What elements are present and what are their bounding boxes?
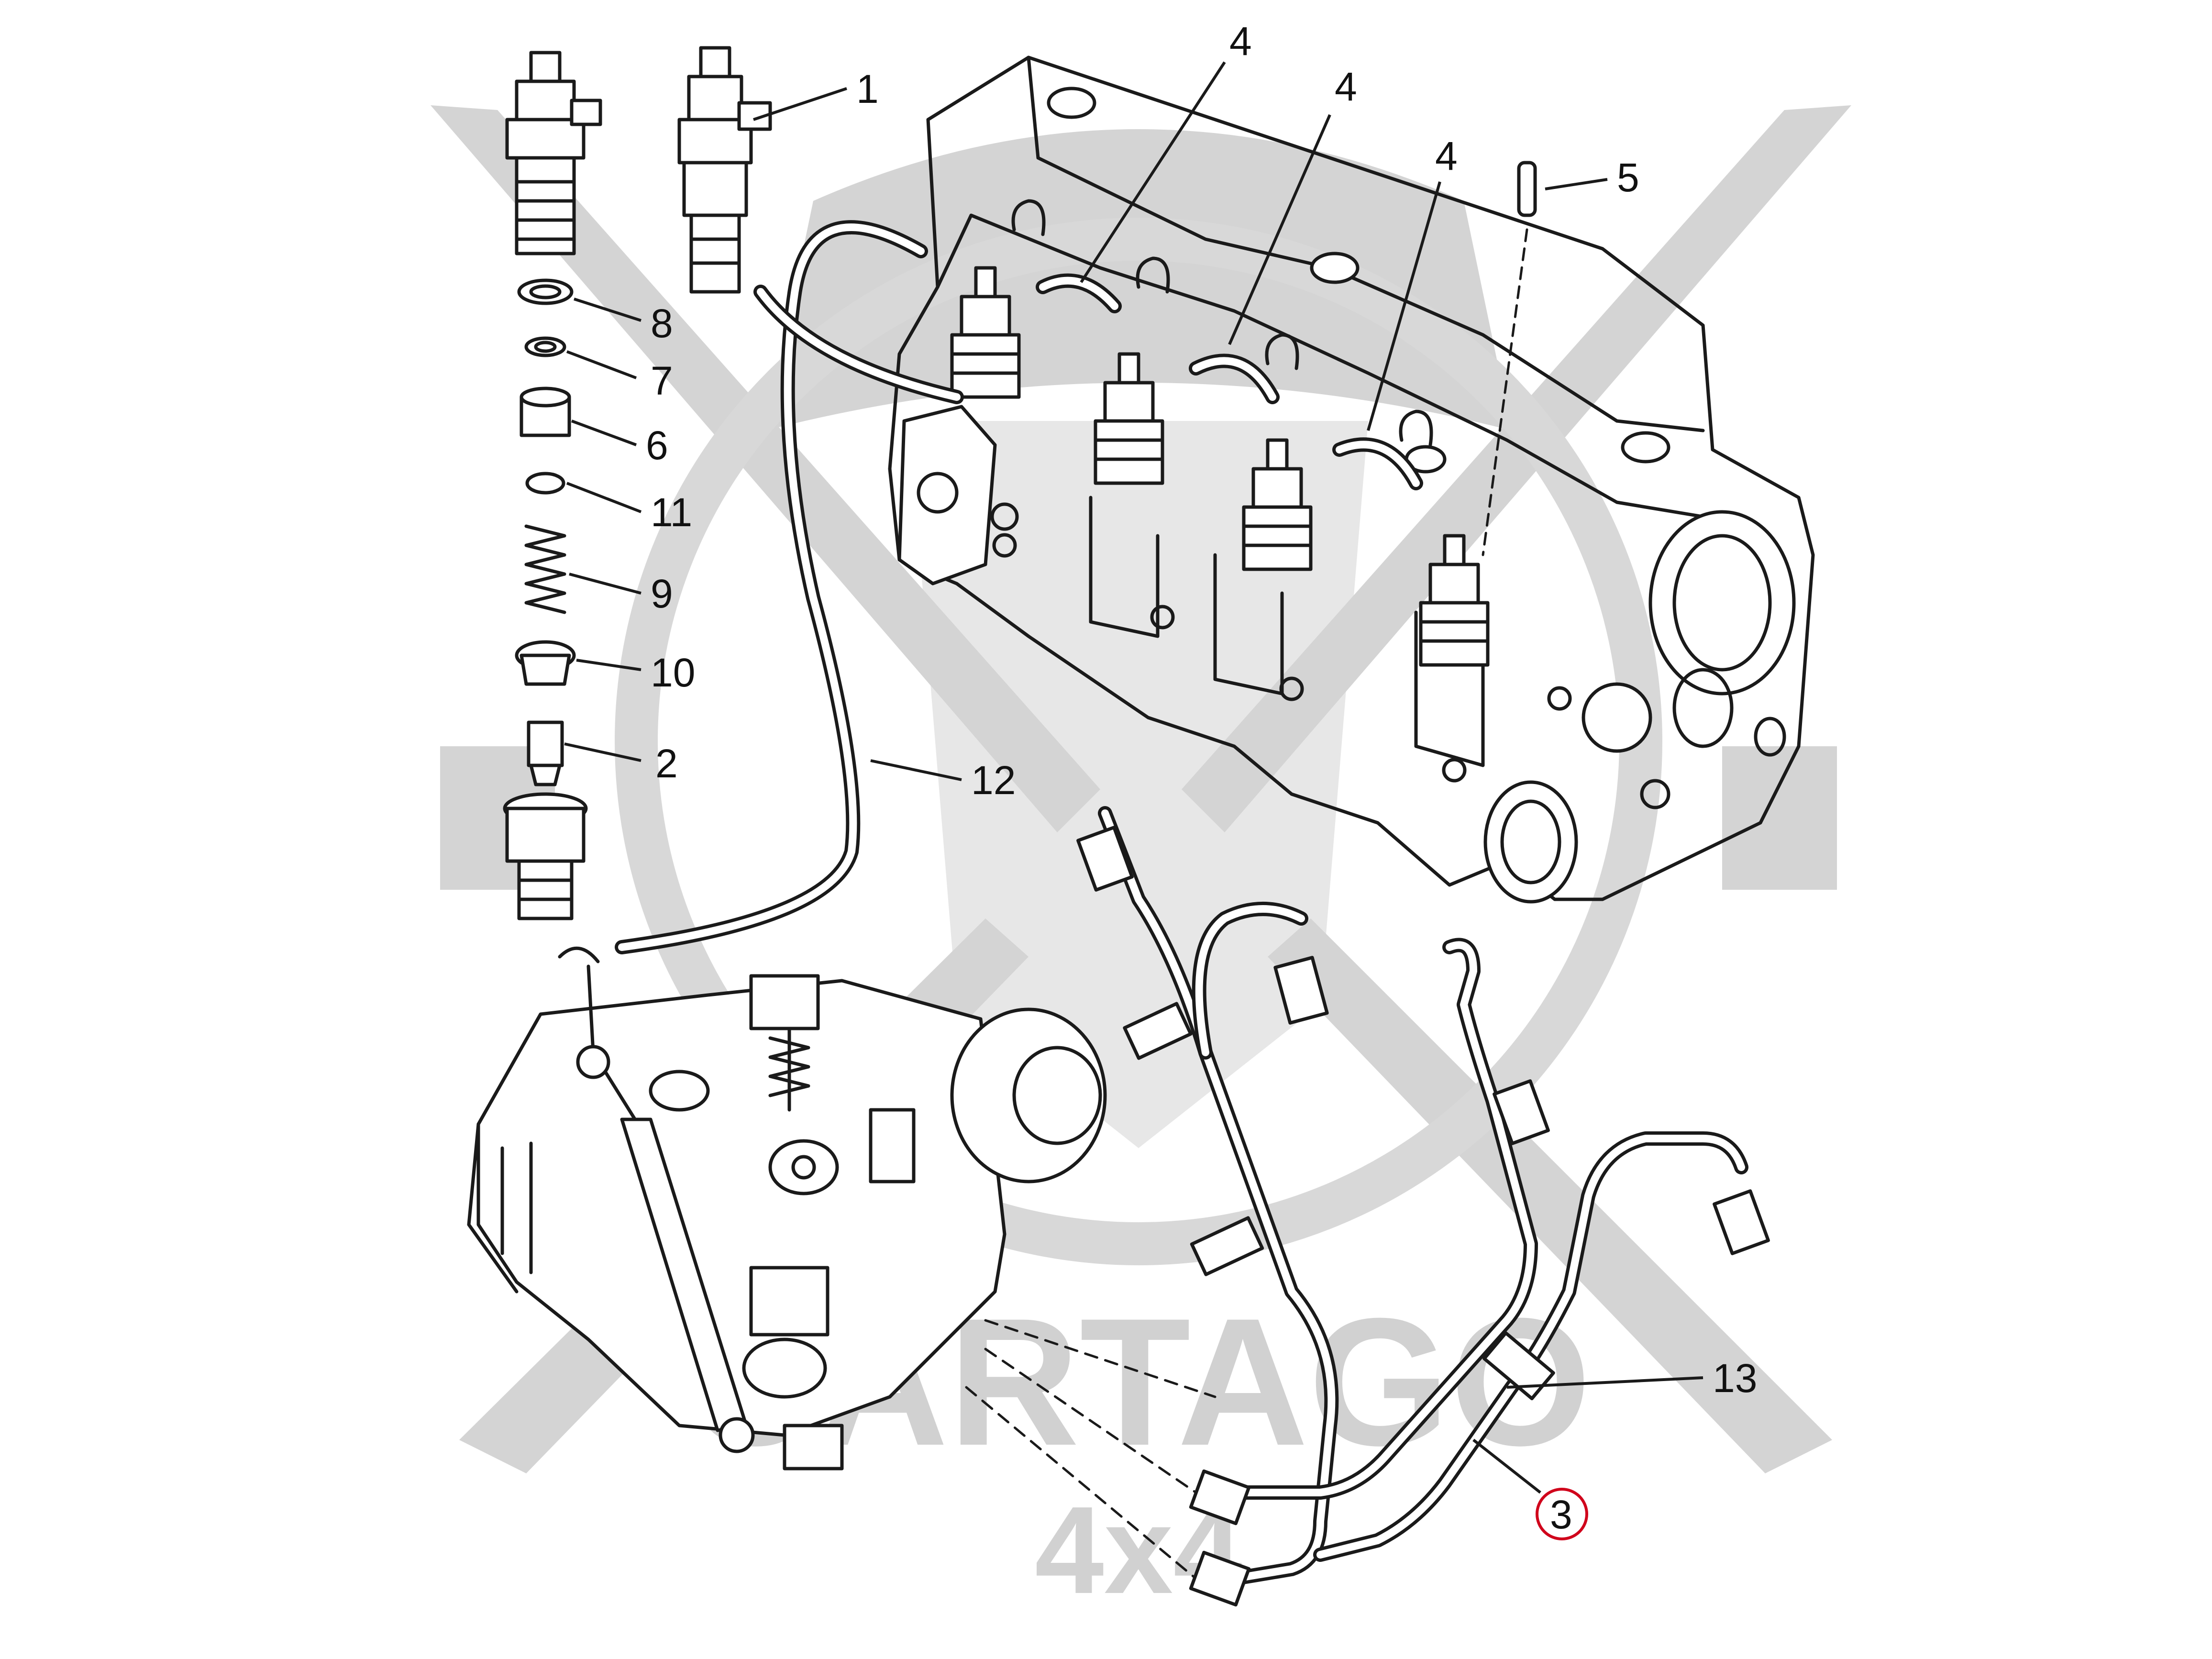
callout-11: 11 [651,490,692,535]
callout-4b: 4 [1335,64,1357,109]
callout-4c: 4 [1435,133,1458,178]
highlight-circle [1536,1488,1588,1540]
callout-labels: 1 4 4 4 5 8 7 6 11 9 10 2 12 13 3 [646,19,1757,1540]
callout-5: 5 [1617,155,1639,200]
cylinder-head [888,55,1815,904]
callout-7: 7 [651,358,673,403]
exploded-injector [503,51,602,920]
callout-6: 6 [646,423,668,468]
callout-12: 12 [971,758,1016,803]
leak-off-return-hose [615,220,964,954]
installed-injectors [950,266,1490,667]
leader-lines [564,61,1703,1494]
callout-1: 1 [856,66,879,111]
complete-injector [677,46,772,294]
callout-2: 2 [655,741,678,786]
callout-8: 8 [651,301,673,346]
callout-9: 9 [651,571,673,616]
dowel-pin [1482,161,1537,556]
callout-10: 10 [651,650,695,695]
callout-4a: 4 [1229,19,1252,64]
injection-pump [467,946,1217,1580]
callout-13: 13 [1713,1356,1757,1401]
injection-pipe-set [1076,806,1770,1607]
leak-off-hoses [1036,273,1423,490]
callout-3: 3 [1550,1492,1572,1537]
